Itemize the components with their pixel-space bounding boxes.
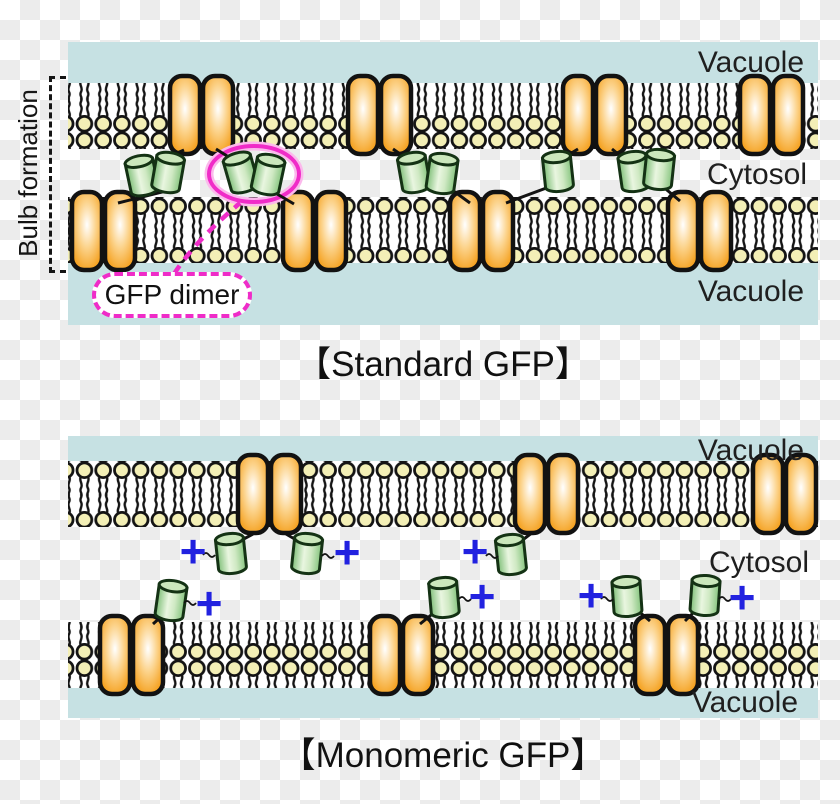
gfp-cylinder [213, 530, 249, 577]
plus-icon: + [578, 569, 605, 621]
membrane-protein-pair [668, 192, 731, 270]
lipid-bilayer-upper-monomeric [68, 461, 818, 527]
plus-squiggle-lines [183, 552, 732, 606]
membrane-protein-pair [348, 76, 411, 154]
dimer-highlight-circle [207, 144, 301, 204]
gfp-cylinder [493, 531, 529, 578]
dimer-pointer-line [172, 201, 242, 276]
membrane-protein-pair [72, 192, 135, 270]
gfp-cylinder [540, 148, 576, 195]
membrane-protein-pair [100, 616, 163, 694]
gfp-cylinder [610, 574, 644, 619]
membrane-protein-pair [635, 616, 698, 694]
plus-icons: + + + + + + + [180, 525, 756, 629]
vacuole-region-top-monomeric [68, 436, 818, 463]
gfp-cylinder [248, 150, 288, 199]
gfp-cylinder [149, 148, 187, 197]
gfp-cylinder [152, 577, 190, 624]
bulb-formation-bracket [49, 76, 66, 273]
label-vacuole-bottom-standard: Vacuole [697, 275, 804, 308]
membrane-protein-pair [515, 455, 578, 533]
plus-icon: + [334, 526, 361, 578]
membrane-protein-pair [563, 76, 626, 154]
membrane-protein-pair [170, 76, 233, 154]
caption-standard-gfp: 【Standard GFP】 [296, 345, 590, 384]
membrane-protein-pair [450, 192, 513, 270]
gfp-cylinder [423, 150, 461, 197]
label-vacuole-bottom-monomeric: Vacuole [691, 686, 798, 719]
label-cytosol-standard: Cytosol [706, 158, 807, 191]
gfp-cylinder [641, 146, 677, 193]
membrane-protein-pair [238, 455, 301, 533]
caption-monomeric-gfp: 【Monomeric GFP】 [280, 736, 606, 775]
label-cytosol-monomeric: Cytosol [708, 546, 809, 579]
label-vacuole-top-monomeric: Vacuole [697, 434, 804, 467]
membrane-protein-pair [370, 616, 433, 694]
plus-icon: + [196, 577, 223, 629]
plus-icon: + [180, 525, 207, 577]
membrane-protein-pair [740, 76, 803, 154]
label-vacuole-top-standard: Vacuole [697, 46, 804, 79]
gfp-cylinder [426, 574, 462, 621]
plus-icon: + [469, 570, 496, 622]
plus-icon: + [462, 525, 489, 577]
plus-icon: + [729, 571, 756, 623]
gfp-cylinder [289, 530, 325, 577]
bulb-formation-label: Bulb formation [13, 89, 43, 257]
gfp-cylinder [688, 573, 722, 618]
gfp-dimer-label: GFP dimer [92, 272, 252, 318]
lipid-bilayer-lower-monomeric [68, 622, 818, 688]
